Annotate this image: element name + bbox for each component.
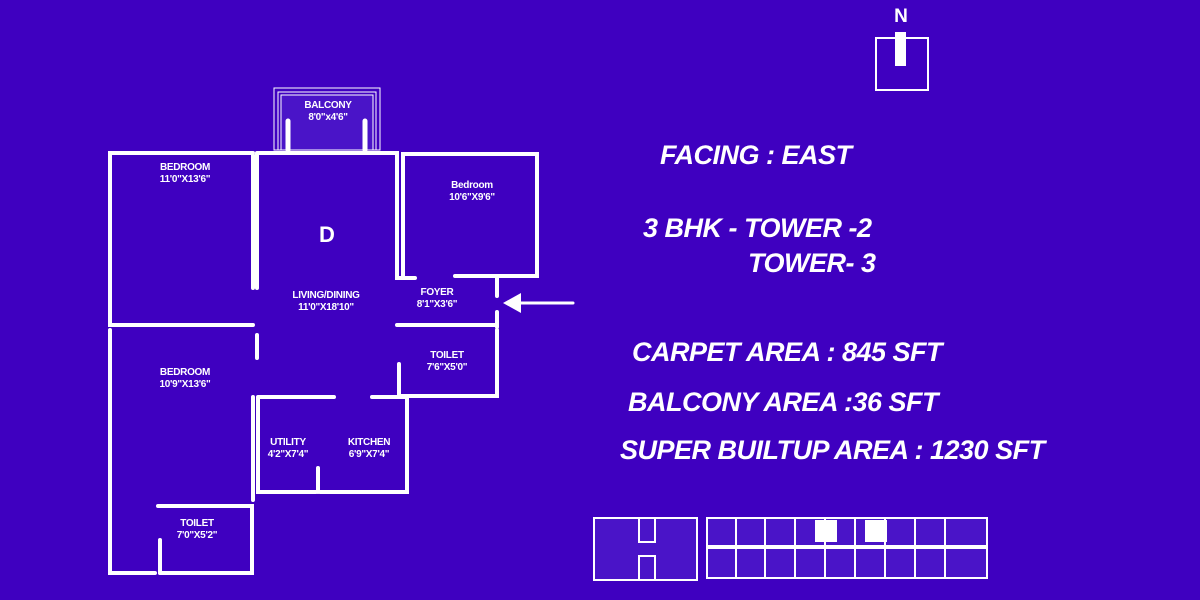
bedroom1-walls bbox=[108, 151, 255, 327]
kitchen-walls bbox=[256, 395, 409, 494]
balcony-outline bbox=[273, 87, 381, 153]
living-mark: D bbox=[319, 222, 335, 247]
north-arrow-icon bbox=[875, 32, 929, 91]
facing-text: FACING : EAST bbox=[660, 140, 852, 170]
bhk-tower-line1: 3 BHK - TOWER -2 bbox=[643, 213, 872, 243]
key-plan-icon bbox=[593, 517, 988, 581]
toilet1-walls bbox=[397, 328, 499, 398]
bedroom3-walls bbox=[108, 328, 255, 575]
north-label: N bbox=[894, 6, 908, 27]
bedroom2-walls bbox=[401, 152, 539, 329]
entry-arrow-icon bbox=[503, 293, 575, 313]
balcony-area-text: BALCONY AREA :36 SFT bbox=[628, 387, 939, 417]
bhk-tower-line2: TOWER- 3 bbox=[748, 248, 876, 278]
living-walls bbox=[255, 151, 499, 360]
super-builtup-area-text: SUPER BUILTUP AREA : 1230 SFT bbox=[620, 435, 1045, 465]
carpet-area-text: CARPET AREA : 845 SFT bbox=[632, 337, 943, 367]
